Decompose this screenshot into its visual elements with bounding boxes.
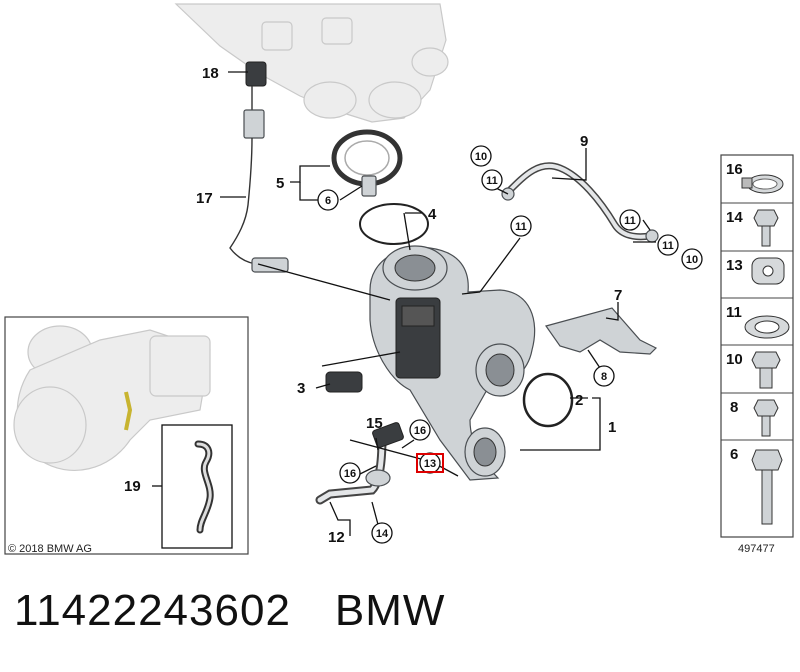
callout-10-right: 10: [681, 248, 703, 270]
label-4: 4: [428, 206, 437, 223]
label-2: 2: [575, 392, 583, 409]
turbocharger-1: [369, 245, 536, 481]
svg-text:6: 6: [325, 195, 331, 207]
oil-return-line-12: [315, 422, 404, 505]
callout-11-right-a: 11: [619, 209, 641, 231]
label-9: 9: [580, 133, 588, 150]
legend-label-6: 6: [730, 446, 738, 463]
bracket-3: [325, 371, 363, 393]
legend-banjo-bolt-icon: [751, 351, 781, 389]
legend-hose-clamp-icon: [741, 174, 784, 194]
svg-text:8: 8: [601, 371, 607, 383]
legend-label-8: 8: [730, 399, 738, 416]
label-5: 5: [276, 175, 284, 192]
oil-line-9: [501, 162, 659, 243]
legend-label-13: 13: [726, 257, 743, 274]
part-title: 11422243602 BMW: [14, 586, 445, 636]
callout-8: 8: [593, 365, 615, 387]
svg-text:11: 11: [515, 221, 527, 233]
label-15: 15: [366, 415, 383, 432]
label-7: 7: [614, 287, 622, 304]
svg-text:10: 10: [475, 151, 487, 163]
legend-label-16: 16: [726, 161, 743, 178]
brand-name: BMW: [334, 586, 446, 635]
svg-text:14: 14: [376, 528, 389, 540]
svg-text:11: 11: [486, 175, 498, 187]
legend-long-bolt-icon: [751, 449, 783, 525]
callout-14: 14: [371, 522, 393, 544]
part-number: 11422243602: [14, 586, 291, 635]
label-18: 18: [202, 65, 219, 82]
callout-11-top: 11: [481, 169, 503, 191]
exploded-parts-diagram: 16 14 13 11 10 8 6: [4, 3, 794, 555]
inset-turbo-ghost: [13, 325, 211, 471]
exhaust-manifold-ghost: [174, 3, 449, 123]
svg-text:10: 10: [686, 254, 698, 266]
gasket-ring-2: [522, 372, 574, 428]
legend-code: 497477: [738, 543, 775, 555]
callout-6: 6: [317, 189, 339, 211]
label-17: 17: [196, 190, 213, 207]
legend-label-11: 11: [726, 304, 742, 321]
inset-copyright: © 2018 BMW AG: [8, 543, 92, 555]
heat-shield-7: [545, 307, 658, 355]
callout-11-mid: 11: [510, 215, 532, 237]
sensor-plug-18: [245, 61, 267, 87]
label-3: 3: [297, 380, 305, 397]
label-19: 19: [124, 478, 141, 495]
label-12: 12: [328, 529, 345, 546]
legend-label-10: 10: [726, 351, 743, 368]
svg-text:11: 11: [624, 215, 636, 227]
hose-15: [372, 422, 404, 448]
svg-text:13: 13: [424, 458, 436, 470]
legend-bolt-icon: [753, 209, 779, 247]
legend-short-bolt-icon: [753, 399, 779, 437]
svg-text:16: 16: [414, 425, 426, 437]
legend-washer-icon: [744, 315, 790, 339]
v-band-clamp-5: [331, 129, 403, 197]
legend-label-14: 14: [726, 209, 743, 226]
svg-text:11: 11: [662, 240, 674, 252]
leader-lines: [152, 71, 656, 536]
gasket-ring-4: [359, 203, 429, 245]
label-1: 1: [608, 419, 616, 436]
lambda-sensor-17: [229, 61, 289, 273]
svg-text:16: 16: [344, 468, 356, 480]
parts-legend: 16 14 13 11 10 8 6: [720, 154, 794, 538]
callout-10-top: 10: [470, 145, 492, 167]
callout-11-right-b: 11: [657, 234, 679, 256]
callout-13-highlighted: 13: [416, 452, 444, 474]
callout-16-a: 16: [409, 419, 431, 441]
legend-gasket-icon: [751, 257, 785, 285]
callout-16-b: 16: [339, 462, 361, 484]
